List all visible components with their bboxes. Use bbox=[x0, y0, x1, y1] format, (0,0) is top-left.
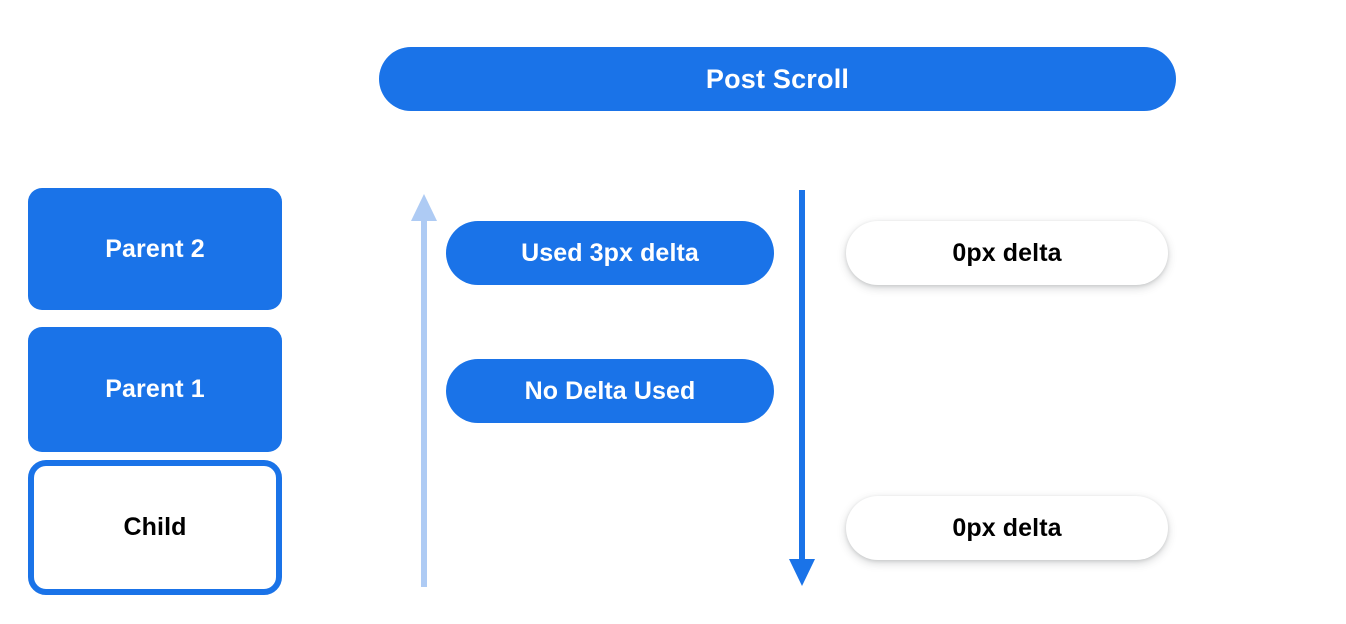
arrow-down-icon bbox=[789, 190, 815, 586]
node-child: Child bbox=[28, 460, 282, 595]
node-child-label: Child bbox=[123, 513, 187, 541]
pill-zero-delta-top-label: 0px delta bbox=[952, 238, 1062, 267]
header-banner: Post Scroll bbox=[379, 47, 1176, 111]
pill-no-delta-used: No Delta Used bbox=[446, 359, 774, 423]
pill-zero-delta-bottom-label: 0px delta bbox=[952, 513, 1062, 542]
pill-zero-delta-top: 0px delta bbox=[846, 221, 1168, 285]
pill-used-delta: Used 3px delta bbox=[446, 221, 774, 285]
arrow-up-icon bbox=[411, 194, 437, 587]
header-title: Post Scroll bbox=[705, 63, 850, 94]
pill-used-delta-label: Used 3px delta bbox=[521, 238, 699, 267]
node-parent-1-label: Parent 1 bbox=[105, 375, 205, 403]
pill-zero-delta-bottom: 0px delta bbox=[846, 496, 1168, 560]
node-parent-2: Parent 2 bbox=[28, 188, 282, 310]
node-parent-2-label: Parent 2 bbox=[105, 234, 205, 263]
node-parent-1: Parent 1 bbox=[28, 327, 282, 452]
pill-no-delta-used-label: No Delta Used bbox=[524, 376, 696, 405]
